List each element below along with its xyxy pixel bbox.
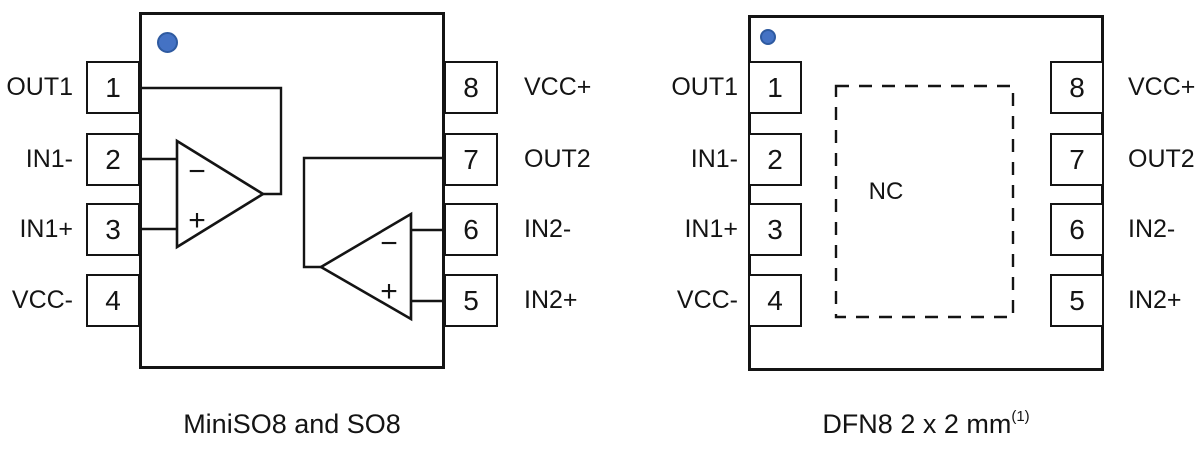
pin-box-7: 7	[1050, 133, 1104, 186]
pin-label-in2-minus: IN2-	[524, 215, 572, 243]
pin-box-6: 6	[1050, 203, 1104, 256]
pin-box-5: 5	[444, 274, 498, 327]
pin-label-out1: OUT1	[6, 73, 73, 101]
caption-miniso8-so8: MiniSO8 and SO8	[139, 408, 445, 440]
pin-box-4: 4	[86, 274, 140, 327]
pin-label-vcc-minus: VCC-	[11, 286, 73, 314]
pin-label-in1-minus: IN1-	[25, 145, 73, 173]
opamp-b-triangle	[318, 211, 413, 322]
pin-label-out2: OUT2	[524, 145, 591, 173]
pin-label-out2: OUT2	[1128, 145, 1195, 173]
pin-box-2: 2	[748, 133, 802, 186]
dfn8-package-body	[748, 15, 1104, 371]
pin-box-8: 8	[1050, 61, 1104, 114]
pin-label-out1: OUT1	[671, 73, 738, 101]
pin-box-8: 8	[444, 61, 498, 114]
pin-label-vcc-plus: VCC+	[524, 73, 592, 101]
dfn8-nc-outline-layer	[834, 84, 1015, 319]
pin-box-5: 5	[1050, 274, 1104, 327]
nc-label: NC	[868, 178, 904, 205]
opamp-b-noninverting-sign: +	[380, 275, 398, 308]
pin-box-1: 1	[86, 61, 140, 114]
pin-label-in2-plus: IN2+	[524, 286, 578, 314]
pin-label-in2-plus: IN2+	[1128, 286, 1182, 314]
pin-box-6: 6	[444, 203, 498, 256]
caption-text: MiniSO8 and SO8	[183, 409, 401, 439]
pin-label-in2-minus: IN2-	[1128, 215, 1176, 243]
pin1-marker-dot	[157, 32, 178, 53]
opamp-a-triangle	[175, 138, 266, 250]
pin-box-1: 1	[748, 61, 802, 114]
pin-box-3: 3	[748, 203, 802, 256]
wire-opamp-a-output-to-pin1	[139, 86, 283, 196]
pin-label-vcc-minus: VCC-	[676, 286, 738, 314]
nc-dashed-outline	[834, 84, 1015, 319]
pin-label-in1-plus: IN1+	[684, 215, 738, 243]
caption-dfn8: DFN8 2 x 2 mm(1)	[748, 408, 1104, 440]
opamp-a-inverting-sign: −	[188, 155, 206, 188]
pin-label-in1-plus: IN1+	[19, 215, 73, 243]
caption-text: DFN8 2 x 2 mm	[822, 409, 1012, 439]
pin-label-in1-minus: IN1-	[690, 145, 738, 173]
pin-box-2: 2	[86, 133, 140, 186]
pin-box-7: 7	[444, 133, 498, 186]
so8-internal-schematic: − + − +	[139, 86, 445, 322]
wire-opamp-b-output-to-pin7	[302, 156, 445, 269]
opamp-a-noninverting-sign: +	[188, 204, 206, 237]
pin-box-4: 4	[748, 274, 802, 327]
opamp-b-inverting-sign: −	[380, 227, 398, 260]
pin1-marker-dot	[760, 29, 776, 45]
caption-superscript: (1)	[1011, 408, 1030, 425]
pin-box-3: 3	[86, 203, 140, 256]
pin-label-vcc-plus: VCC+	[1128, 73, 1196, 101]
